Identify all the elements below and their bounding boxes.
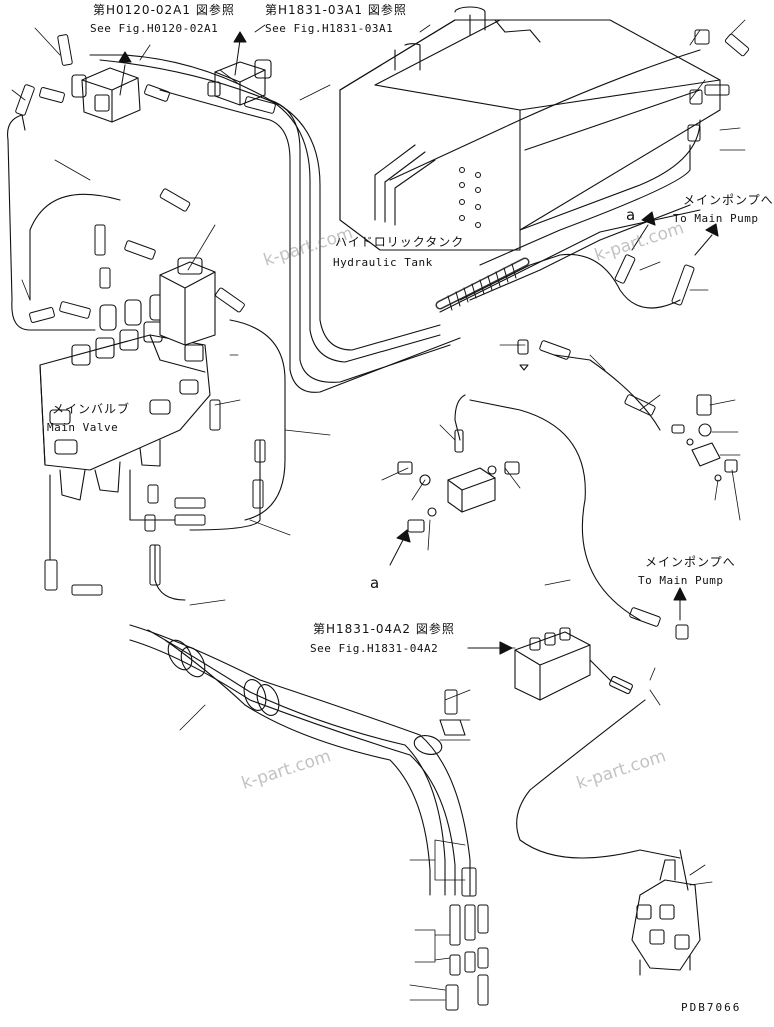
main-valve xyxy=(39,294,211,501)
hydraulic-tank xyxy=(339,6,721,251)
hose-lines xyxy=(7,49,701,859)
main-valve-label-jp: メインバルブ xyxy=(52,402,131,416)
ref-h0120-jp: 第H0120-02A1 図参照 xyxy=(93,3,235,17)
ref-h1831-03-en: See Fig.H1831-03A1 xyxy=(265,22,394,35)
pilot-valve xyxy=(631,849,701,976)
drawing-code: PDB7066 xyxy=(681,1001,742,1014)
to-main-pump-label-jp: メインポンプへ xyxy=(683,193,774,207)
leader-lines xyxy=(11,19,746,1001)
to-main-pump-label-en: To Main Pump xyxy=(673,212,759,225)
ref-h1831-04-jp: 第H1831-04A2 図参照 xyxy=(313,622,455,636)
detail-mark-a-bottom: a xyxy=(370,574,380,592)
junction-block xyxy=(397,339,529,533)
main-valve-label-en: Main Valve xyxy=(47,421,119,434)
solenoid-valve-left xyxy=(71,67,141,123)
hydraulic-tank-label-en: Hydraulic Tank xyxy=(333,256,433,269)
to-main-pump-label-2-en: To Main Pump xyxy=(638,574,724,587)
fitting-cluster-right xyxy=(671,394,738,482)
suction-hose xyxy=(129,624,471,896)
ref-h1831-04-en: See Fig.H1831-04A2 xyxy=(310,642,439,655)
flow-arrows xyxy=(118,31,719,655)
solenoid-valve-mid xyxy=(159,257,216,346)
detail-mark-a-top: a xyxy=(626,206,636,224)
hydraulic-tank-label-jp: ハイドロリックタンク xyxy=(335,235,465,249)
spring-guard-hose xyxy=(435,257,530,311)
hose-fittings xyxy=(15,29,750,1011)
to-main-pump-label-2-jp: メインポンプへ xyxy=(645,555,736,569)
ref-h1831-03-jp: 第H1831-03A1 図参照 xyxy=(265,3,407,17)
ppc-valve xyxy=(514,627,633,701)
ref-h0120-en: See Fig.H0120-02A1 xyxy=(90,22,219,35)
